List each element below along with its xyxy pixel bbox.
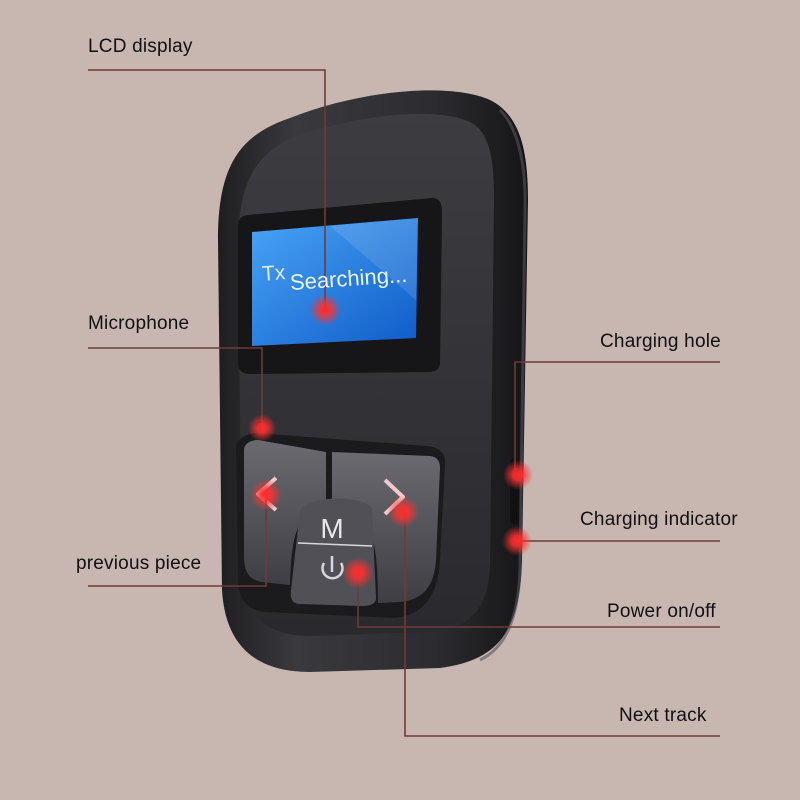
next-button[interactable]: [332, 452, 440, 603]
label-microphone: Microphone: [88, 313, 190, 334]
screen-tx-text: Tx: [261, 261, 287, 286]
label-previous-piece: previous piece: [76, 553, 202, 574]
label-power-onoff: Power on/off: [607, 601, 716, 622]
label-charging-indicator: Charging indicator: [580, 509, 738, 530]
previous-button[interactable]: [244, 440, 326, 585]
power-icon: [321, 556, 344, 580]
lcd-screen: [252, 218, 418, 346]
label-charging-hole: Charging hole: [600, 331, 721, 352]
leader-lines: [88, 69, 720, 737]
callout-markers: [248, 294, 533, 589]
label-next-track: Next track: [619, 705, 707, 726]
mode-button-label: M: [320, 513, 343, 544]
label-lcd-display: LCD display: [88, 36, 193, 57]
